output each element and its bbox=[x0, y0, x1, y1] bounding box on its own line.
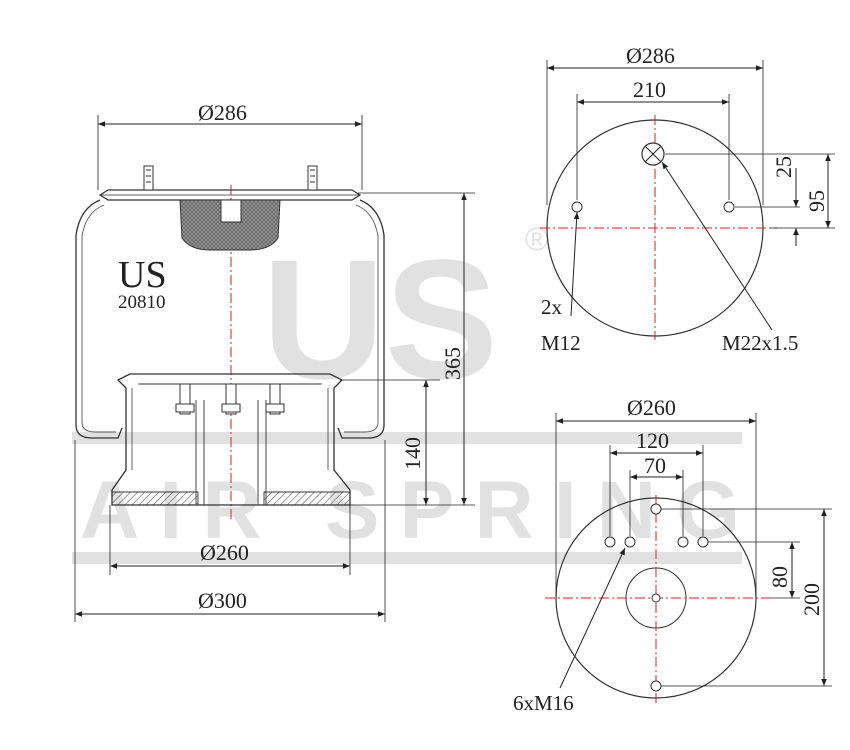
dim-bolt-spacing: 210 bbox=[633, 77, 666, 102]
watermark-bar bbox=[72, 432, 742, 444]
rubber-bumper bbox=[179, 199, 281, 251]
dim-top-plate-diameter: Ø286 bbox=[626, 43, 675, 68]
bolt-callout: 6xM16 bbox=[513, 691, 574, 715]
dim-height: 365 bbox=[440, 347, 465, 380]
bolt-hole-2 bbox=[624, 536, 636, 548]
leader-stud bbox=[570, 211, 580, 317]
watermark-tagline: AIR SPRING bbox=[80, 465, 740, 556]
piston-bolt-center bbox=[221, 383, 241, 415]
air-fitting-thread: M22x1.5 bbox=[722, 331, 798, 355]
top-stud-right bbox=[307, 165, 318, 191]
bolt-hole-1 bbox=[604, 536, 616, 548]
bolt-hole-center bbox=[651, 593, 661, 603]
stud-count: 2x bbox=[541, 295, 563, 319]
dim-bottom-plate-diameter: Ø260 bbox=[627, 395, 676, 420]
top-stud-left bbox=[143, 165, 154, 191]
dim-bellow-diameter: Ø300 bbox=[198, 588, 247, 613]
dim-outer-spacing: 120 bbox=[636, 428, 669, 453]
bellow-left-outer bbox=[75, 199, 123, 439]
air-fitting-symbol bbox=[641, 142, 665, 166]
side-part-number: 20810 bbox=[118, 292, 166, 313]
stud-hole-left bbox=[571, 201, 583, 213]
dim-bottom-offset: 80 bbox=[767, 566, 792, 588]
side-logo: US bbox=[118, 254, 167, 296]
piston-base-left bbox=[111, 491, 199, 506]
bellow-right-outer bbox=[337, 199, 385, 439]
bolt-hole-4 bbox=[697, 536, 709, 548]
top-plate-view: Ø286 210 25 95 2x M12 M22x1.5 bbox=[540, 43, 835, 355]
bolt-hole-3 bbox=[677, 536, 689, 548]
stud-thread: M12 bbox=[541, 331, 581, 355]
piston-base-right bbox=[263, 491, 351, 506]
watermark-registered-mark: ® bbox=[525, 221, 549, 257]
leader-bolt-holes bbox=[559, 547, 626, 689]
air-fitting-port bbox=[220, 199, 242, 223]
dim-piston-diameter: Ø260 bbox=[200, 540, 249, 565]
watermark: US ® AIR SPRING bbox=[72, 221, 742, 564]
piston bbox=[111, 373, 351, 506]
watermark-bar-bottom bbox=[72, 552, 742, 564]
dim-inner-spacing: 70 bbox=[644, 453, 666, 478]
dim-top-diameter: Ø286 bbox=[198, 100, 247, 125]
piston-bolt-left bbox=[175, 383, 195, 415]
watermark-brand: US bbox=[262, 225, 498, 415]
dim-bottom-length: 200 bbox=[799, 583, 824, 616]
dim-center-offset: 25 bbox=[771, 156, 796, 178]
bottom-plate-view: Ø260 120 70 80 200 6xM16 bbox=[513, 395, 832, 715]
bolt-hole-bottom bbox=[650, 680, 662, 692]
side-view: US 20810 Ø286 365 140 Ø260 Ø300 bbox=[74, 100, 475, 622]
stud-hole-right bbox=[723, 201, 735, 213]
bolt-hole-top bbox=[650, 503, 662, 515]
leader-air-fitting bbox=[661, 161, 773, 331]
dim-top-offset: 95 bbox=[804, 190, 829, 212]
dim-piston-height: 140 bbox=[400, 437, 425, 470]
